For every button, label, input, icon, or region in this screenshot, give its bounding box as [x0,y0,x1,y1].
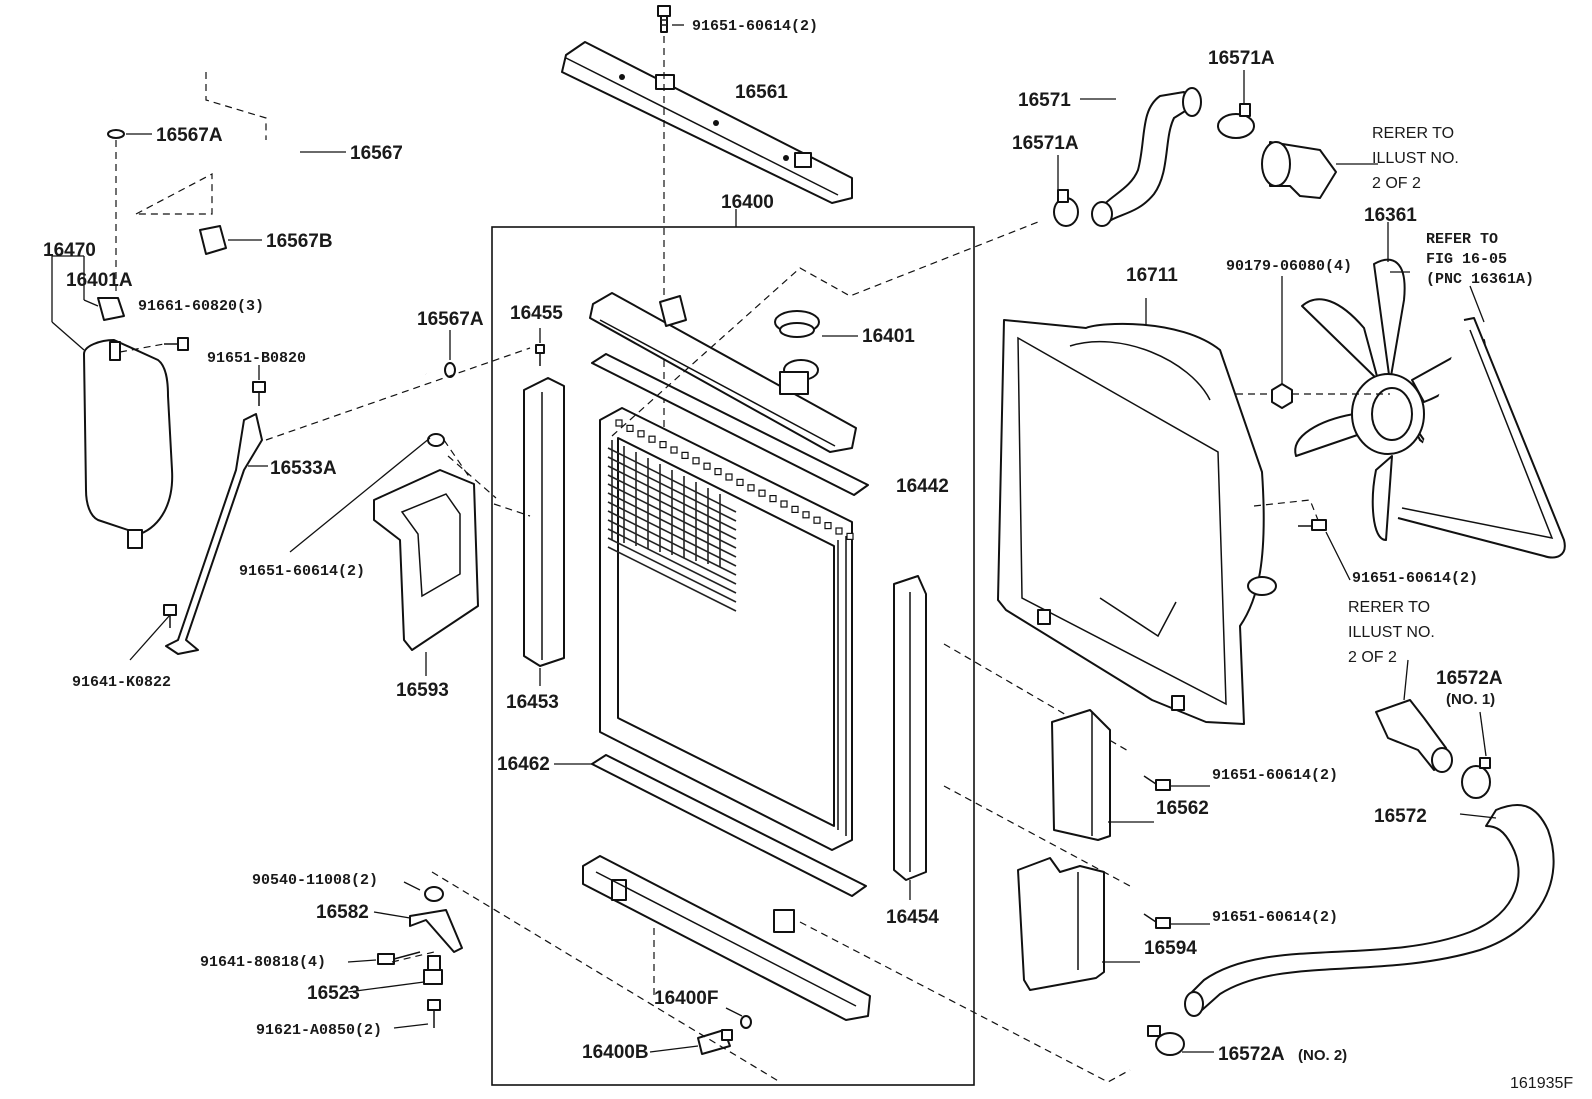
label-16567A-mid: 16567A [417,309,484,330]
hose-clip-16567A-mid [444,362,456,378]
radiator-assembly-box [491,226,975,1086]
ref-mid-line3: 2 OF 2 [1348,649,1397,666]
seal-16562 [1051,709,1111,841]
label-16571A-top: 16571A [1208,48,1275,69]
label-16572A-bottom: 16572A [1218,1044,1285,1065]
v-belt [1397,317,1566,559]
label-91651-60614-left: 91651-60614(2) [239,563,365,580]
label-16571: 16571 [1018,90,1071,111]
bolt-icon [164,337,189,351]
label-90179-06080: 90179-06080(4) [1226,258,1352,275]
label-16453: 16453 [506,692,559,713]
label-16400: 16400 [721,192,774,213]
bolt-icon [252,381,266,406]
bolt-icon [163,604,177,628]
ref-mid-line2: ILLUST NO. [1348,624,1435,641]
gasket-16442 [591,353,869,496]
label-16582: 16582 [316,902,369,923]
ref-mid-line1: RERER TO [1348,599,1430,616]
ref-top-line2: ILLUST NO. [1372,150,1459,167]
label-16523: 16523 [307,983,360,1004]
core-fins [607,419,854,612]
label-16593: 16593 [396,680,449,701]
stay-16533A [165,413,263,655]
label-16454: 16454 [886,907,939,928]
label-16567A-top: 16567A [156,125,223,146]
gasket-16462 [591,754,867,897]
fan-shroud-16711 [997,319,1277,725]
ref-fan-line3: (PNC 16361A) [1426,271,1534,288]
hose-clip-16567A [107,129,125,139]
label-16711: 16711 [1126,265,1178,286]
label-16400B: 16400B [582,1042,649,1063]
label-16572A-top: 16572A [1436,668,1503,689]
label-16567B: 16567B [266,231,333,252]
label-91641-80818: 91641-80818(4) [200,954,326,971]
label-16572A-no1: (NO. 1) [1446,691,1495,708]
label-16462: 16462 [497,754,550,775]
label-16361: 16361 [1364,205,1417,226]
label-16401: 16401 [862,326,915,347]
hose-clamp-16571A [1217,103,1255,139]
lower-tank [582,855,871,1021]
label-91621-A0850: 91621-A0850(2) [256,1022,382,1039]
hose-clamp-16571A-lower [1053,189,1079,227]
reservoir-tank-16470 [83,339,174,549]
label-91651-60614-r2: 91651-60614(2) [1212,909,1338,926]
seal-16594 [1017,857,1105,991]
figure-id: 161935F [1510,1075,1573,1092]
label-16571A-left: 16571A [1012,133,1079,154]
bracket-16401A [97,297,125,321]
label-16562: 16562 [1156,798,1209,819]
label-16470: 16470 [43,240,96,261]
ref-top-line1: RERER TO [1372,125,1454,142]
bracket-16582 [377,886,463,1028]
label-91651-60614-fan: 91651-60614(2) [1352,570,1478,587]
radiator-cap-16401 [774,310,820,338]
label-90540-11008: 90540-11008(2) [252,872,378,889]
label-16594: 16594 [1144,938,1197,959]
label-16533A: 16533A [270,458,337,479]
label-91651-B0820: 91651-B0820 [207,350,306,367]
label-16567: 16567 [350,143,403,164]
bolt-icon [1298,519,1327,531]
label-16572: 16572 [1374,806,1427,827]
nut-icon [1271,383,1293,409]
clamp-16567B [199,225,227,255]
label-16561: 16561 [735,82,788,103]
side-seal-16453 [523,377,565,667]
label-16572A-no2: (NO. 2) [1298,1047,1347,1064]
water-outlet [1261,141,1337,199]
label-91641-K0822: 91641-K0822 [72,674,171,691]
upper-tank [589,292,857,453]
water-inlet [1375,699,1453,773]
ref-top-line3: 2 OF 2 [1372,175,1421,192]
bolt-icon [535,344,545,366]
air-guide-16593 [373,469,479,651]
hose-clamp-16572A-no1 [1461,757,1491,799]
label-16455: 16455 [510,303,563,324]
label-16400F: 16400F [654,988,718,1009]
label-91651-60614-top: 91651-60614(2) [692,18,818,35]
bolt-icon [1143,913,1171,929]
o-ring-16400F [740,1015,752,1029]
label-16401A: 16401A [66,270,133,291]
upper-support-16561 [561,41,853,204]
label-16442: 16442 [896,476,949,497]
hose-clamp-16572A-no2 [1147,1025,1185,1056]
bolt-icon [427,433,445,447]
lower-hose-16572 [1187,803,1555,1011]
ref-fan-line1: REFER TO [1426,231,1498,248]
label-91661-60820: 91661-60820(3) [138,298,264,315]
bolt-icon [1143,775,1171,791]
drain-cock-16400B [697,1029,733,1055]
side-seal-16454 [893,575,927,881]
upper-hose-16571 [1097,91,1191,223]
ref-fan-line2: FIG 16-05 [1426,251,1507,268]
bolt-icon [657,5,671,33]
label-91651-60614-r1: 91651-60614(2) [1212,767,1338,784]
